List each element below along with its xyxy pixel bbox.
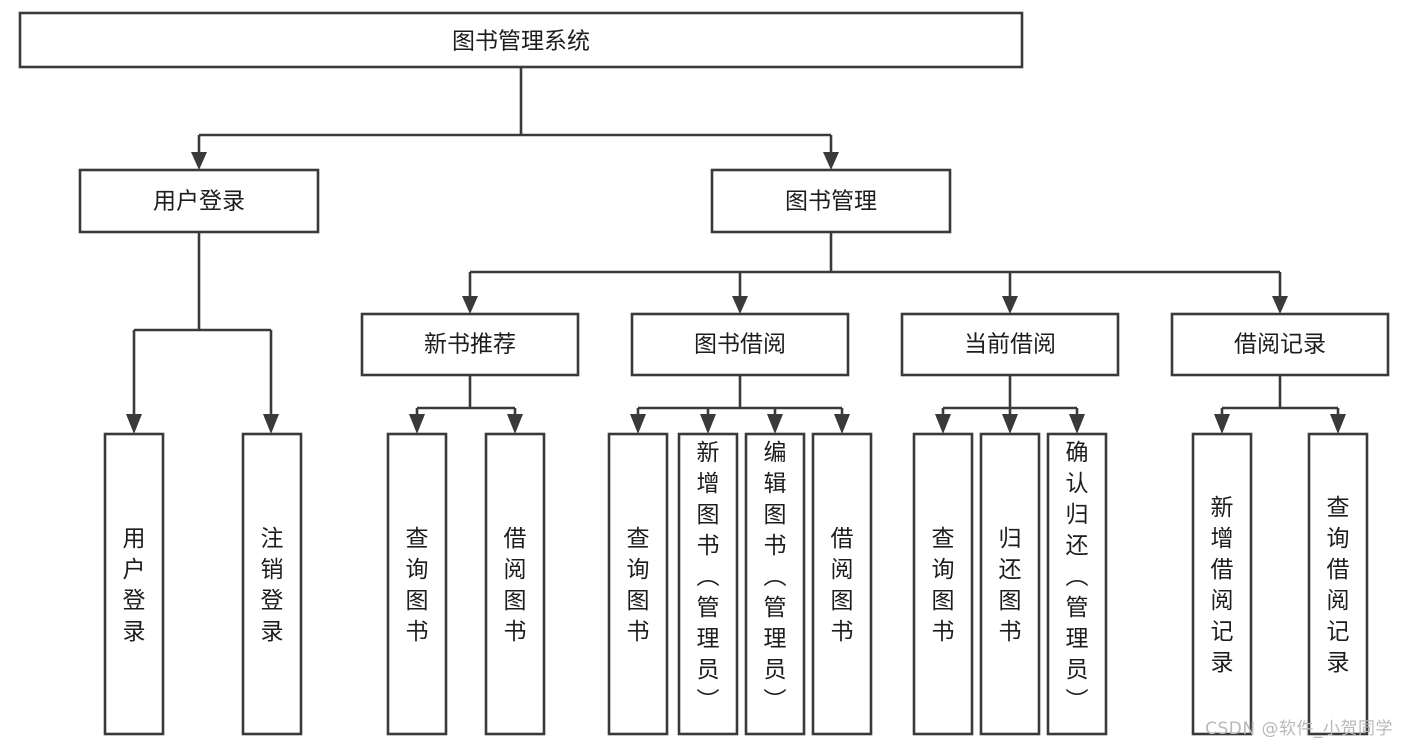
- node-new-book-recommend[interactable]: 新书推荐: [360, 312, 580, 377]
- arrowhead-leaf-bookborrow-3: [834, 414, 850, 434]
- arrowhead-level2-1: [732, 296, 748, 314]
- connector-group-root: [191, 67, 839, 170]
- leaf-user-login-1-label: 注销登录: [261, 526, 284, 645]
- node-book-borrow[interactable]: 图书借阅: [630, 312, 850, 377]
- leaf-borrowrecord-0-label: 新增借阅记录: [1211, 495, 1234, 676]
- node-borrow-record[interactable]: 借阅记录: [1170, 312, 1390, 377]
- leaf-bookborrow-2-label: 编辑图书︵管理员︶: [764, 440, 787, 714]
- arrowhead-leaf-newbook-1: [507, 414, 523, 434]
- leaf-bookborrow-2-box[interactable]: [744, 432, 806, 736]
- leaf-node[interactable]: 新增借阅记录: [1191, 432, 1253, 736]
- node-new-book-recommend-box[interactable]: [360, 312, 580, 377]
- leaf-bookborrow-3-label: 借阅图书: [831, 526, 854, 645]
- leaf-currentborrow-1-box[interactable]: [979, 432, 1041, 736]
- connector-group-newbook: [409, 375, 523, 434]
- leaf-node[interactable]: 注销登录: [241, 432, 303, 736]
- leaf-newbook-1-box[interactable]: [484, 432, 546, 736]
- arrowhead-level2-0: [462, 296, 478, 314]
- node-user-login-label: 用户登录: [153, 189, 245, 215]
- arrowhead-leaf-user-login-0: [126, 414, 142, 434]
- leaf-node[interactable]: 确认归还︵管理员︶: [1046, 432, 1108, 736]
- leaf-bookborrow-3-box[interactable]: [811, 432, 873, 736]
- leaf-node[interactable]: 用户登录: [103, 432, 165, 736]
- arrowhead-leaf-newbook-0: [409, 414, 425, 434]
- arrowhead-leaf-borrowrecord-0: [1214, 414, 1230, 434]
- leaf-bookborrow-0-label: 查询图书: [627, 526, 650, 645]
- leaf-borrowrecord-1-label: 查询借阅记录: [1327, 495, 1350, 676]
- node-borrow-record-box[interactable]: [1170, 312, 1390, 377]
- arrowhead-level2-2: [1002, 296, 1018, 314]
- leaf-node[interactable]: 查询图书: [607, 432, 669, 736]
- node-user-login-box[interactable]: [78, 168, 320, 234]
- leaf-currentborrow-0-box[interactable]: [912, 432, 974, 736]
- leaf-node[interactable]: 借阅图书: [811, 432, 873, 736]
- connector-group-borrowrecord: [1214, 375, 1346, 434]
- leaf-bookborrow-1-label: 新增图书︵管理员︶: [697, 440, 720, 714]
- connector-group-currentborrow: [935, 375, 1085, 434]
- arrowhead-leaf-bookborrow-1: [700, 414, 716, 434]
- arrowhead-leaf-bookborrow-0: [630, 414, 646, 434]
- node-book-borrow-label: 图书借阅: [694, 332, 786, 358]
- leaf-user-login-0-box[interactable]: [103, 432, 165, 736]
- arrowhead-leaf-currentborrow-2: [1069, 414, 1085, 434]
- leaf-user-login-1-box[interactable]: [241, 432, 303, 736]
- connector-group-bookborrow: [630, 375, 850, 434]
- node-new-book-recommend-label: 新书推荐: [424, 332, 516, 358]
- node-current-borrow-label: 当前借阅: [964, 332, 1056, 358]
- leaf-bookborrow-0-box[interactable]: [607, 432, 669, 736]
- leaf-bookborrow-1-box[interactable]: [677, 432, 739, 736]
- arrowhead-userlogin: [191, 152, 207, 170]
- leaf-node[interactable]: 查询借阅记录: [1307, 432, 1369, 736]
- leaf-node[interactable]: 查询图书: [386, 432, 448, 736]
- node-borrow-record-label: 借阅记录: [1234, 332, 1326, 358]
- node-current-borrow-box[interactable]: [900, 312, 1120, 377]
- leaf-node[interactable]: 查询图书: [912, 432, 974, 736]
- arrowhead-leaf-borrowrecord-1: [1330, 414, 1346, 434]
- leaf-currentborrow-2-label: 确认归还︵管理员︶: [1066, 440, 1089, 714]
- leaf-user-login-0-label: 用户登录: [123, 526, 146, 645]
- connector-group-bookmgmt: [462, 232, 1288, 314]
- arrowhead-bookmgmt: [823, 152, 839, 170]
- leaf-node[interactable]: 编辑图书︵管理员︶: [744, 432, 806, 736]
- node-book-management-label: 图书管理: [785, 189, 877, 215]
- arrowhead-leaf-bookborrow-2: [767, 414, 783, 434]
- leaf-node[interactable]: 借阅图书: [484, 432, 546, 736]
- leaf-borrowrecord-1-box[interactable]: [1307, 432, 1369, 736]
- connector-group-userlogin: [126, 232, 279, 434]
- arrowhead-level2-3: [1272, 296, 1288, 314]
- arrowhead-leaf-currentborrow-1: [1002, 414, 1018, 434]
- leaf-currentborrow-2-box[interactable]: [1046, 432, 1108, 736]
- node-root-box[interactable]: [18, 11, 1024, 69]
- leaf-borrowrecord-0-box[interactable]: [1191, 432, 1253, 736]
- node-user-login[interactable]: 用户登录: [78, 168, 320, 234]
- arrowhead-leaf-user-login-1: [263, 414, 279, 434]
- leaf-newbook-1-label: 借阅图书: [504, 526, 527, 645]
- leaf-newbook-0-box[interactable]: [386, 432, 448, 736]
- leaf-newbook-0-label: 查询图书: [406, 526, 429, 645]
- leaf-currentborrow-1-label: 归还图书: [999, 526, 1022, 645]
- node-current-borrow[interactable]: 当前借阅: [900, 312, 1120, 377]
- node-root[interactable]: 图书管理系统: [18, 11, 1024, 69]
- leaf-node[interactable]: 归还图书: [979, 432, 1041, 736]
- leaf-currentborrow-0-label: 查询图书: [932, 526, 955, 645]
- leaf-node[interactable]: 新增图书︵管理员︶: [677, 432, 739, 736]
- node-book-management[interactable]: 图书管理: [710, 168, 952, 234]
- node-book-management-box[interactable]: [710, 168, 952, 234]
- node-book-borrow-box[interactable]: [630, 312, 850, 377]
- node-root-label: 图书管理系统: [452, 29, 590, 55]
- arrowhead-leaf-currentborrow-0: [935, 414, 951, 434]
- csdn-watermark: CSDN @软件_小贺同学: [1205, 719, 1393, 739]
